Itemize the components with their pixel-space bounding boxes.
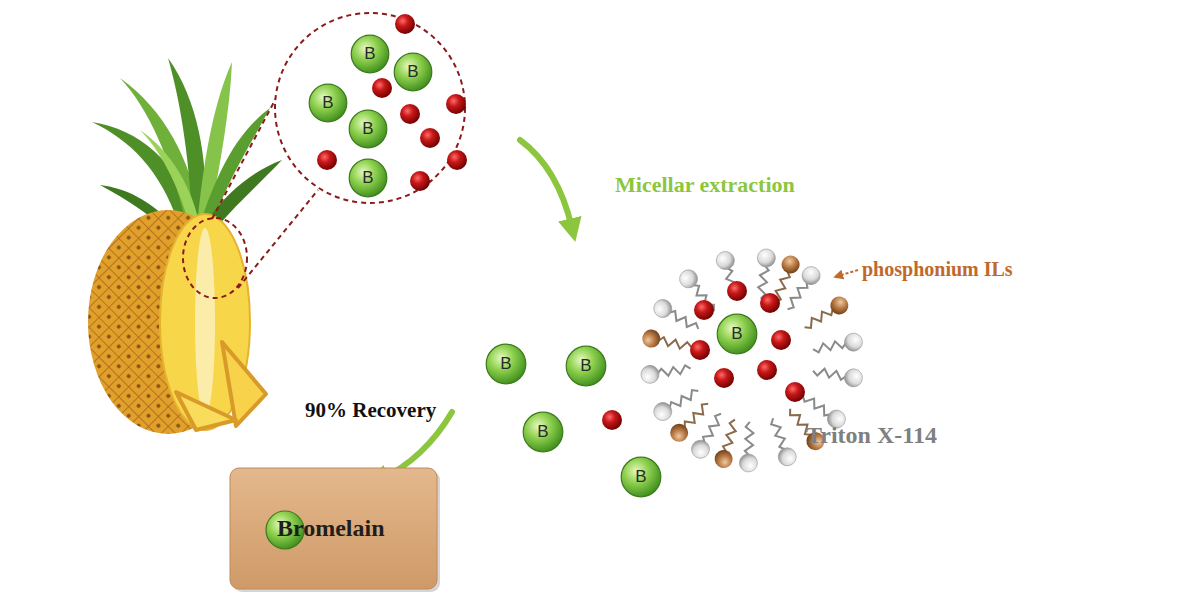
triton-surfactant [651,296,703,337]
enzyme-ball: B [393,52,433,92]
zoom-circle [275,13,465,203]
impurity-dot [446,94,466,114]
triton-surfactant [811,332,863,358]
pineapple-illustration [88,58,282,434]
impurity-dot [410,171,430,191]
pineapple-slice [222,342,266,426]
impurity-dot [400,104,420,124]
pineapple-leaf [206,160,282,226]
annotation-label: Triton X-114 [806,422,937,449]
impurity-dot [771,330,791,350]
enzyme-ball: B [348,158,388,198]
impurity-dot [757,360,777,380]
triton-surfactant [811,362,863,388]
enzyme-ball: B [308,83,348,123]
enzyme-letter: B [308,83,348,123]
ionic-liquid-surfactant [666,397,714,445]
enzyme-ball: B [522,411,564,453]
enzyme-letter: B [393,52,433,92]
zoom-region [183,218,247,298]
impurity-dot [317,150,337,170]
enzyme-ball: B [348,109,388,149]
impurity-dot [420,128,440,148]
impurity-dot [602,410,622,430]
impurity-dot [714,368,734,388]
annotation-label: Micellar extraction [615,172,795,198]
triton-surfactant [752,248,777,300]
enzyme-ball: B [716,313,758,355]
pineapple-slice [176,392,236,430]
enzyme-letter: B [348,158,388,198]
impurity-dot [785,382,805,402]
annotation-label: phosphonium ILs [862,258,1013,281]
impurity-dot [690,340,710,360]
product-name: Bromelain [230,468,440,592]
triton-surfactant [765,415,799,468]
process-arrow [520,140,572,228]
enzyme-letter: B [522,411,564,453]
triton-surfactant [739,422,759,473]
impurity-dot [760,293,780,313]
zoom-leader [238,190,318,288]
triton-surfactant [640,360,692,385]
enzyme-ball: B [350,34,390,74]
enzyme-letter: B [348,109,388,149]
pineapple-core [195,228,215,416]
enzyme-ball: B [620,456,662,498]
ionic-liquid-surfactant [712,417,743,470]
impurity-dot [395,14,415,34]
enzyme-letter: B [350,34,390,74]
ionic-liquid-surfactant [800,293,852,335]
impurity-dot [372,78,392,98]
impurity-dot [447,150,467,170]
enzyme-letter: B [565,345,607,387]
zoom-callout [183,13,467,298]
enzyme-ball: B [565,345,607,387]
impurity-dots [690,281,805,402]
enzyme-letter: B [485,343,527,385]
product-box: Bromelain [230,468,440,592]
label-pointer [838,270,858,276]
impurity-dot [727,281,747,301]
enzyme-ball: B [485,343,527,385]
ionic-liquid-surfactant [641,328,694,356]
enzyme-letter: B [620,456,662,498]
enzyme-letter: B [716,313,758,355]
impurity-dot [694,300,714,320]
pineapple-leaf [140,130,198,220]
annotation-label: 90% Recovery [305,398,436,423]
